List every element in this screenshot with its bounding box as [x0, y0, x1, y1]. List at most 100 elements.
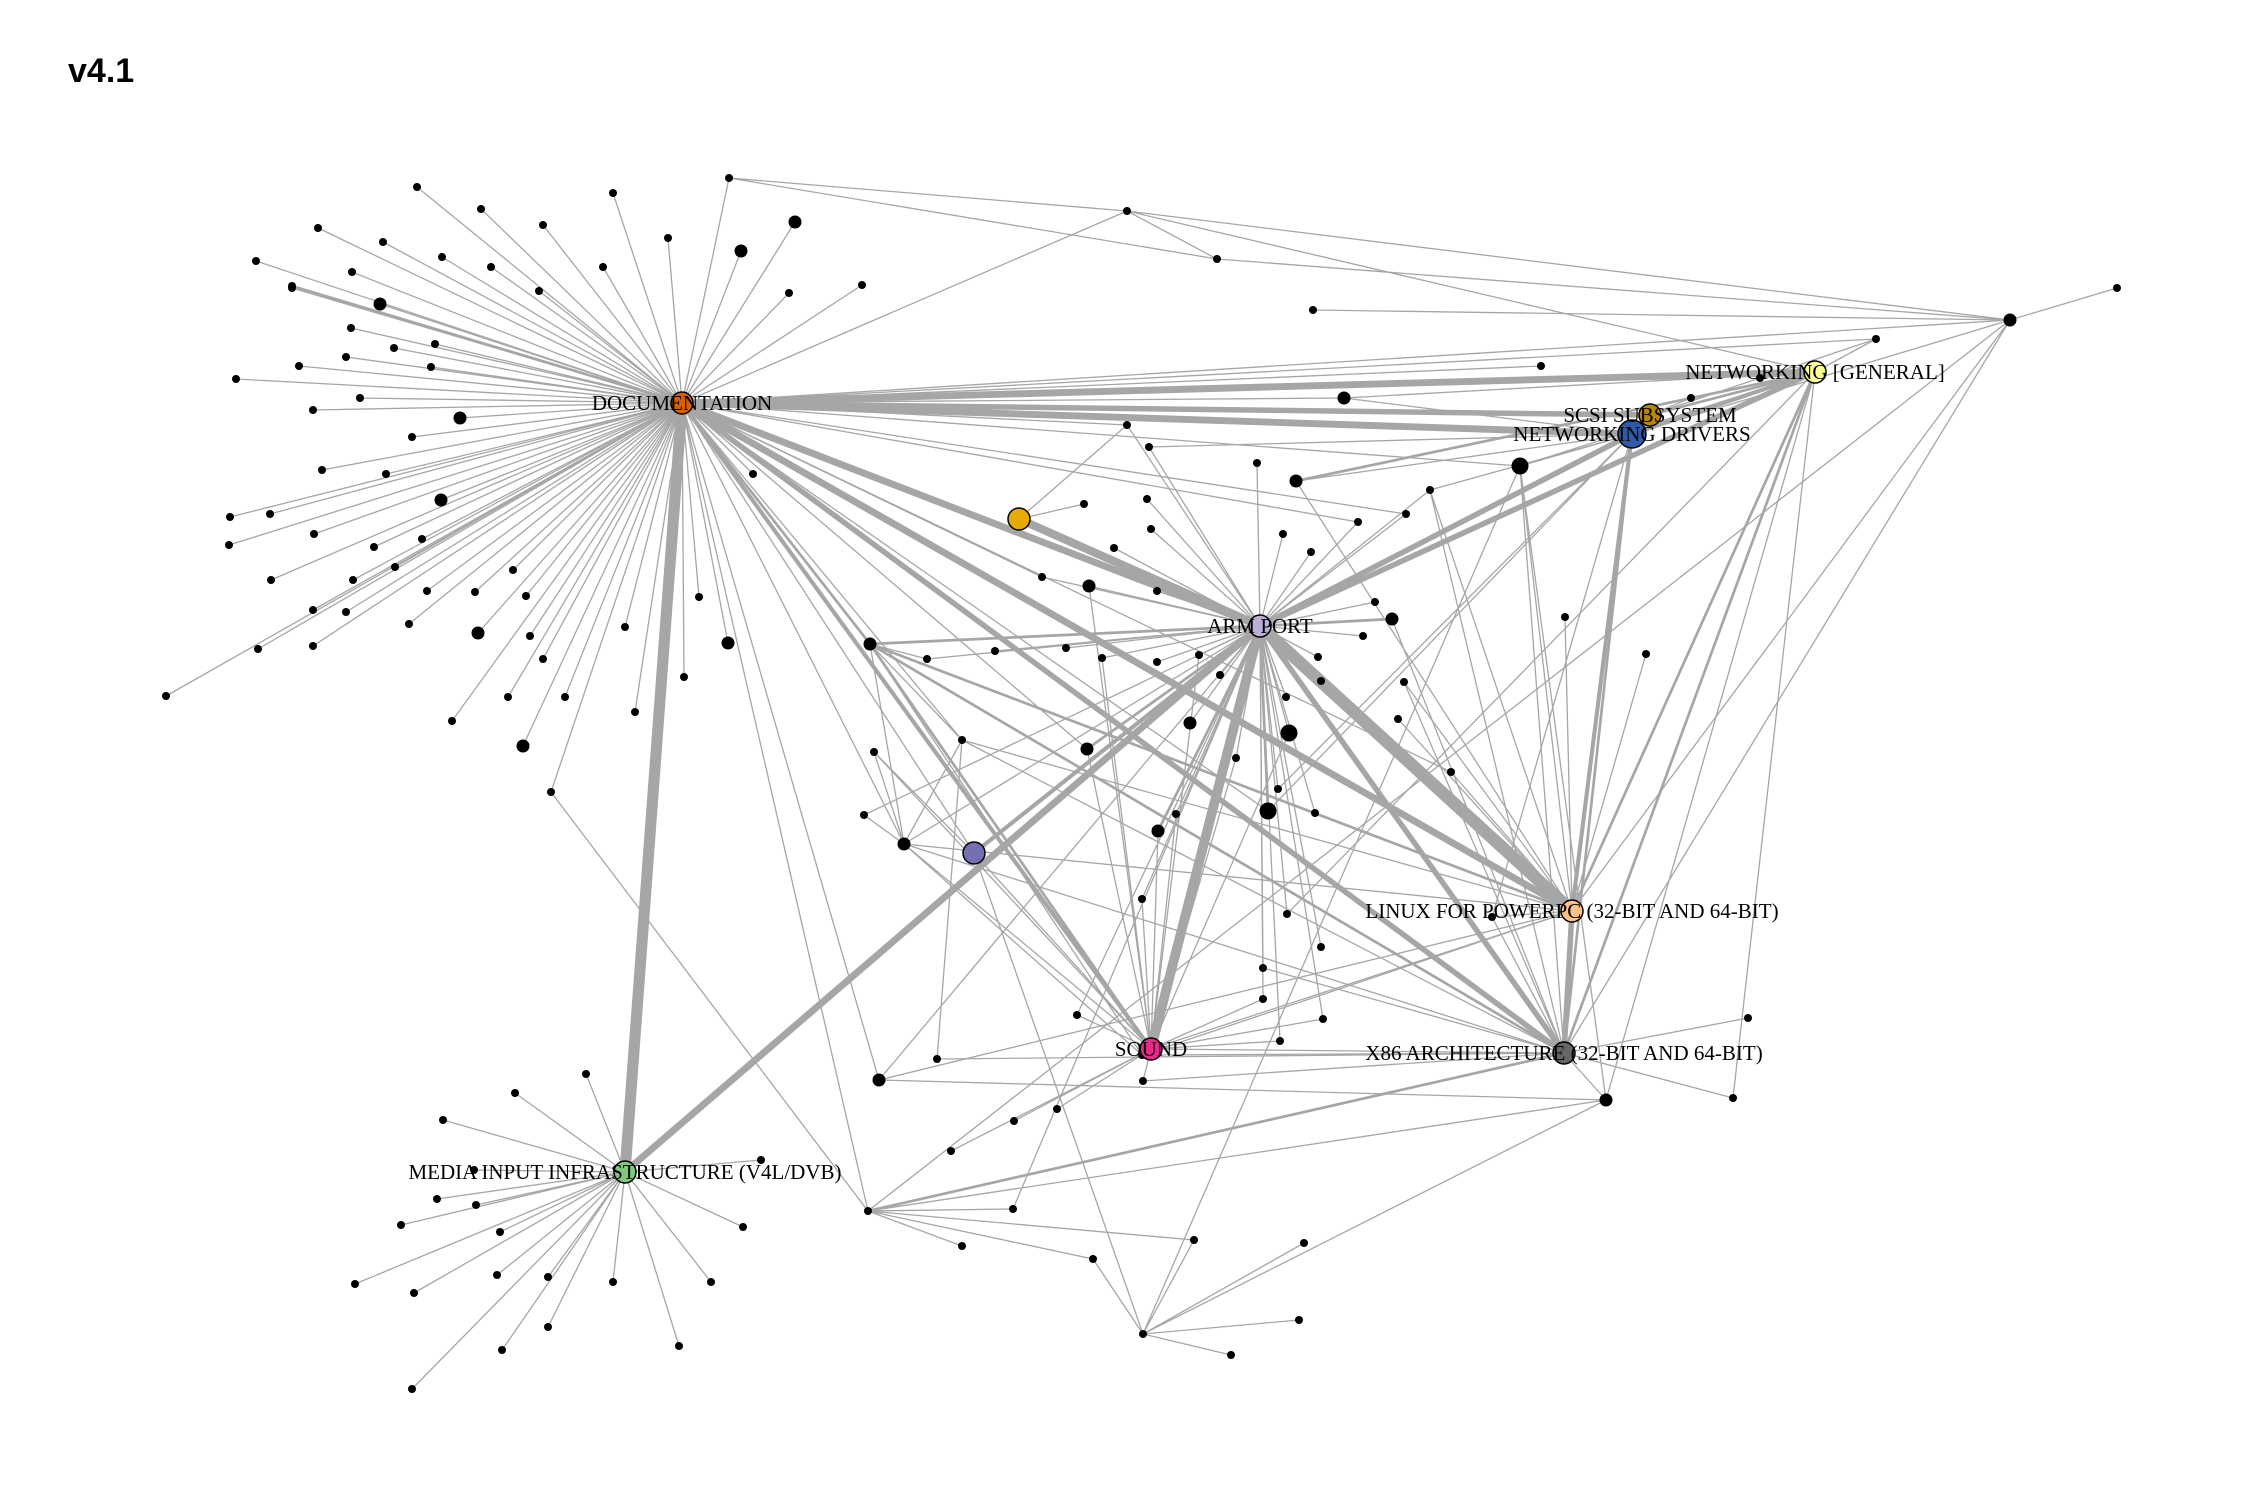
- graph-node: [933, 1055, 941, 1063]
- edge-ppc-t74: [878, 910, 1573, 1081]
- graph-node: [1317, 677, 1325, 685]
- edge-media-m9: [400, 1171, 626, 1226]
- edge-doc-t1: [681, 210, 1128, 404]
- edge-arm-t29: [1259, 617, 1393, 628]
- graph-node: [544, 1323, 552, 1331]
- edge-doc-d59: [564, 402, 683, 698]
- graph-node: [470, 1166, 478, 1174]
- graph-node: [2003, 313, 2017, 327]
- graph-node: [1311, 809, 1319, 817]
- edge-doc-d50: [408, 402, 683, 625]
- edge-doc-media: [619, 402, 688, 1173]
- edge-t79-t78: [867, 1208, 1014, 1212]
- graph-node: [1402, 510, 1410, 518]
- edge-doc-d45: [426, 402, 683, 592]
- edge-snd-t42: [1150, 732, 1290, 1050]
- graph-node: [342, 353, 350, 361]
- graph-node: [1687, 394, 1695, 402]
- edge-arm-t74: [878, 625, 1261, 1081]
- edge-doc-d6: [612, 192, 683, 404]
- edge-x86-t71: [1563, 1052, 1734, 1099]
- edge-doc-t12: [681, 402, 1521, 467]
- graph-node: [427, 363, 435, 371]
- edge-netg-x86: [1562, 371, 1817, 1054]
- edge-arm-blu: [972, 624, 1262, 855]
- edge-t59-t40: [903, 739, 963, 845]
- hub-node-scsi: [1638, 403, 1662, 427]
- edge-media-m12: [413, 1171, 626, 1294]
- edge-doc-d24: [298, 365, 683, 404]
- edge-arm-t62: [1259, 625, 1322, 948]
- edge-t84-t82: [1092, 1258, 1144, 1335]
- edge-netd-x86: [1562, 433, 1634, 1054]
- edge-media-m8: [624, 1171, 744, 1228]
- graph-node: [410, 1289, 418, 1297]
- edge-netd-t8: [1343, 397, 1633, 435]
- hub-node-doc: [670, 391, 694, 415]
- edge-media-m10: [499, 1171, 626, 1233]
- hub-node-netg: [1803, 360, 1827, 384]
- graph-node: [1139, 1330, 1147, 1338]
- edge-doc-d52: [529, 402, 683, 637]
- graph-node: [309, 642, 317, 650]
- edge-media-m5: [473, 1169, 626, 1173]
- edge-t2-t4: [1216, 258, 2011, 321]
- graph-node: [413, 183, 421, 191]
- edge-arm-t26: [1088, 585, 1261, 627]
- edge-doc-d43: [352, 402, 683, 581]
- graph-node: [431, 340, 439, 348]
- graph-node: [1143, 495, 1151, 503]
- edge-doc-d16: [441, 256, 683, 404]
- graph-node: [318, 466, 326, 474]
- graph-node: [516, 739, 530, 753]
- graph-node: [1511, 457, 1529, 475]
- edge-arm-t25: [1113, 547, 1261, 627]
- edge-netg-t72: [1605, 371, 1816, 1101]
- graph-node: [433, 1195, 441, 1203]
- hub-label-x86: X86 ARCHITECTURE (32-BIT AND 64-BIT): [1365, 1041, 1762, 1065]
- edge-x86-t87: [1142, 1052, 1565, 1082]
- graph-node: [1259, 802, 1277, 820]
- edge-doc-d28: [312, 402, 683, 411]
- edge-ppc-t51: [1564, 616, 1573, 912]
- edge-doc-blu: [681, 402, 975, 854]
- page-title: v4.1: [68, 52, 135, 90]
- graph-node: [1756, 374, 1764, 382]
- edge-doc-arm: [680, 399, 1262, 630]
- edge-doc-d51: [477, 402, 683, 634]
- edge-t72-t84: [1142, 1099, 1607, 1335]
- edge-arm-t18: [1150, 528, 1261, 627]
- graph-node: [471, 626, 485, 640]
- edge-doc-t53: [681, 402, 1269, 812]
- graph-node: [749, 470, 757, 478]
- edge-blu-t49: [873, 751, 975, 854]
- edge-doc-d54: [257, 402, 683, 650]
- graph-node: [1080, 742, 1094, 756]
- edge-doc-d46: [474, 402, 683, 593]
- hub-node-media: [613, 1160, 637, 1184]
- edge-doc-d27: [434, 343, 683, 404]
- graph-node: [472, 1201, 480, 1209]
- edge-snd-t68: [1076, 1014, 1152, 1050]
- hub-label-media: MEDIA INPUT INFRASTRUCTURE (V4L/DVB): [408, 1160, 841, 1184]
- graph-node: [923, 655, 931, 663]
- edge-doc-d8: [681, 177, 730, 404]
- edge-t40-t73: [936, 739, 963, 1060]
- edge-media-m2: [514, 1092, 626, 1173]
- edge-x86-t64: [1262, 967, 1565, 1054]
- edge-arm-t38: [1259, 625, 1364, 637]
- graph-node: [680, 673, 688, 681]
- edge-arm-t59: [903, 625, 1261, 845]
- edge-x86-t21: [1429, 489, 1565, 1054]
- edge-netd-t11: [1295, 433, 1633, 482]
- edge-arm-t33: [1065, 625, 1261, 649]
- edge-doc-netg: [681, 368, 1816, 407]
- node-layer: [162, 174, 2121, 1393]
- edge-t30-snd: [868, 643, 1153, 1050]
- hub-label-netd: NETWORKING DRIVERS: [1513, 422, 1750, 446]
- edge-t30-x86: [869, 642, 1565, 1055]
- edge-media-m20: [411, 1171, 626, 1390]
- graph-node: [1319, 1015, 1327, 1023]
- graph-node: [1599, 1093, 1613, 1107]
- hub-node-blu: [962, 841, 986, 865]
